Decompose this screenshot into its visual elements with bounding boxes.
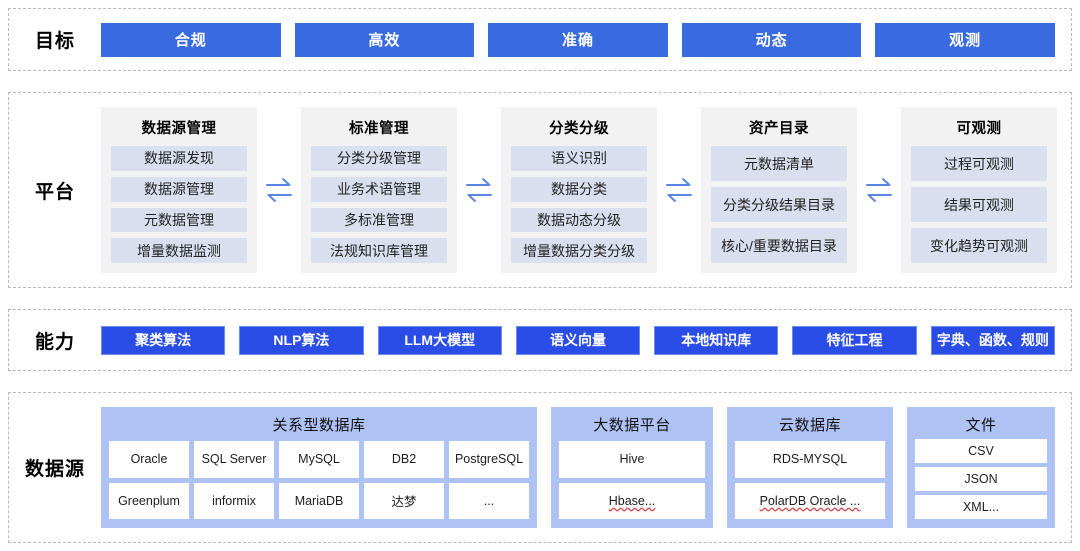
datasource-cell-row: Hive [559, 441, 705, 478]
platform-item[interactable]: 增量数据监测 [111, 238, 247, 263]
datasource-cell-row: CSV [915, 439, 1047, 463]
goal-chip[interactable]: 动态 [681, 22, 862, 57]
datasource-group: 云数据库 RDS-MYSQL PolarDB Oracle ... [727, 407, 893, 528]
platform-column: 资产目录元数据清单分类分级结果目录核心/重要数据目录 [701, 107, 857, 273]
datasource-cell[interactable]: 达梦 [364, 482, 444, 519]
datasource-group-title: 大数据平台 [593, 417, 671, 434]
platform-item[interactable]: 法规知识库管理 [311, 238, 447, 263]
platform-section: 平台 数据源管理数据源发现数据源管理元数据管理增量数据监测标准管理分类分级管理业… [8, 92, 1072, 288]
platform-column-title: 数据源管理 [141, 121, 217, 137]
goal-chip[interactable]: 高效 [294, 22, 475, 57]
platform-item[interactable]: 元数据清单 [711, 146, 847, 181]
datasource-cell-row: XML... [915, 495, 1047, 519]
platform-item[interactable]: 语义识别 [511, 146, 647, 171]
platform-item[interactable]: 分类分级管理 [311, 146, 447, 171]
datasource-group-title: 文件 [965, 417, 997, 434]
ability-chip[interactable]: 特征工程 [792, 325, 917, 355]
platform-column: 标准管理分类分级管理业务术语管理多标准管理法规知识库管理 [301, 107, 457, 273]
datasource-cell[interactable]: SQL Server [194, 441, 274, 478]
ability-row-label: 能力 [34, 331, 75, 353]
datasource-cell[interactable]: Oracle [109, 441, 189, 478]
platform-item[interactable]: 数据动态分级 [511, 207, 647, 233]
datasource-cell-row: RDS-MYSQL [735, 441, 885, 478]
datasource-cell-row: JSON [915, 467, 1047, 491]
platform-column-title: 标准管理 [349, 121, 409, 137]
platform-column: 分类分级语义识别数据分类数据动态分级增量数据分类分级 [501, 107, 657, 273]
exchange-arrow-icon [457, 93, 501, 287]
datasource-cell[interactable]: PostgreSQL [449, 441, 529, 478]
platform-item-list: 数据源发现数据源管理元数据管理增量数据监测 [111, 146, 247, 263]
platform-item-list: 分类分级管理业务术语管理多标准管理法规知识库管理 [311, 146, 447, 263]
goal-chip[interactable]: 合规 [101, 22, 281, 57]
datasource-row-label: 数据源 [24, 459, 85, 480]
platform-item[interactable]: 数据源管理 [111, 176, 247, 202]
exchange-arrow-icon [857, 93, 901, 287]
exchange-arrow-icon [657, 93, 701, 287]
platform-item-list: 元数据清单分类分级结果目录核心/重要数据目录 [711, 146, 847, 263]
datasource-cell-row: PolarDB Oracle ... [735, 482, 885, 519]
datasource-cell[interactable]: DB2 [364, 441, 444, 478]
platform-item[interactable]: 业务术语管理 [311, 176, 447, 202]
ability-chip[interactable]: 本地知识库 [654, 325, 779, 355]
goal-row-label: 目标 [34, 31, 75, 52]
platform-column-list: 数据源管理数据源发现数据源管理元数据管理增量数据监测标准管理分类分级管理业务术语… [101, 93, 1071, 287]
platform-column: 数据源管理数据源发现数据源管理元数据管理增量数据监测 [101, 107, 257, 273]
platform-item[interactable]: 过程可观测 [911, 146, 1047, 181]
datasource-cell[interactable]: Greenplum [109, 482, 189, 519]
goal-chip-list: 合规高效准确动态观测 [101, 9, 1071, 70]
datasource-group-title: 云数据库 [778, 417, 841, 434]
platform-column-title: 分类分级 [549, 121, 609, 137]
goal-chip[interactable]: 准确 [488, 22, 668, 57]
datasource-cell[interactable]: Hbase... [559, 482, 705, 519]
datasource-cell[interactable]: informix [194, 482, 274, 519]
goal-section: 目标 合规高效准确动态观测 [8, 8, 1072, 71]
datasource-cell-grid: CSV JSON XML... [915, 439, 1047, 519]
platform-item-list: 过程可观测结果可观测变化趋势可观测 [911, 146, 1047, 263]
ability-chip[interactable]: 语义向量 [515, 325, 641, 355]
ability-chip[interactable]: 字典、函数、规则 [930, 325, 1055, 355]
datasource-cell[interactable]: MariaDB [279, 482, 359, 519]
datasource-cell-grid: RDS-MYSQL PolarDB Oracle ... [735, 441, 885, 519]
ability-chip[interactable]: NLP算法 [239, 325, 364, 355]
platform-item[interactable]: 核心/重要数据目录 [711, 228, 847, 263]
ability-chip-list: 聚类算法 NLP算法 LLM大模型语义向量本地知识库特征工程字典、函数、规则 [101, 310, 1071, 370]
goal-chip[interactable]: 观测 [875, 22, 1055, 57]
datasource-cell[interactable]: XML... [915, 495, 1047, 519]
platform-item-list: 语义识别数据分类数据动态分级增量数据分类分级 [511, 146, 647, 263]
datasource-cell[interactable]: Hive [559, 441, 705, 478]
platform-item[interactable]: 增量数据分类分级 [511, 238, 647, 263]
platform-item[interactable]: 数据源发现 [111, 146, 247, 171]
platform-column-title: 资产目录 [749, 121, 809, 137]
datasource-cell[interactable]: ... [449, 482, 529, 519]
datasource-group: 文件 CSV JSON XML... [907, 407, 1055, 528]
ability-section: 能力 聚类算法 NLP算法 LLM大模型语义向量本地知识库特征工程字典、函数、规则 [8, 309, 1072, 371]
ability-chip[interactable]: 聚类算法 [101, 325, 226, 355]
platform-item[interactable]: 数据分类 [511, 176, 647, 202]
platform-item[interactable]: 变化趋势可观测 [911, 228, 1047, 263]
datasource-group-title: 关系型数据库 [272, 417, 366, 434]
datasource-cell[interactable]: PolarDB Oracle ... [735, 482, 885, 519]
platform-row-label: 平台 [34, 181, 75, 203]
platform-item[interactable]: 结果可观测 [911, 187, 1047, 222]
platform-item[interactable]: 多标准管理 [311, 207, 447, 233]
datasource-cell[interactable]: JSON [915, 467, 1047, 491]
platform-column-title: 可观测 [956, 121, 1002, 137]
platform-column: 可观测过程可观测结果可观测变化趋势可观测 [901, 107, 1057, 273]
datasource-cell-row: Hbase... [559, 482, 705, 519]
datasource-cell[interactable]: CSV [915, 439, 1047, 463]
platform-item[interactable]: 分类分级结果目录 [711, 187, 847, 222]
datasource-cell[interactable]: MySQL [279, 441, 359, 478]
exchange-arrow-icon [257, 93, 301, 287]
datasource-cell[interactable]: RDS-MYSQL [735, 441, 885, 478]
platform-item[interactable]: 元数据管理 [111, 207, 247, 233]
ability-chip[interactable]: LLM大模型 [377, 325, 502, 355]
